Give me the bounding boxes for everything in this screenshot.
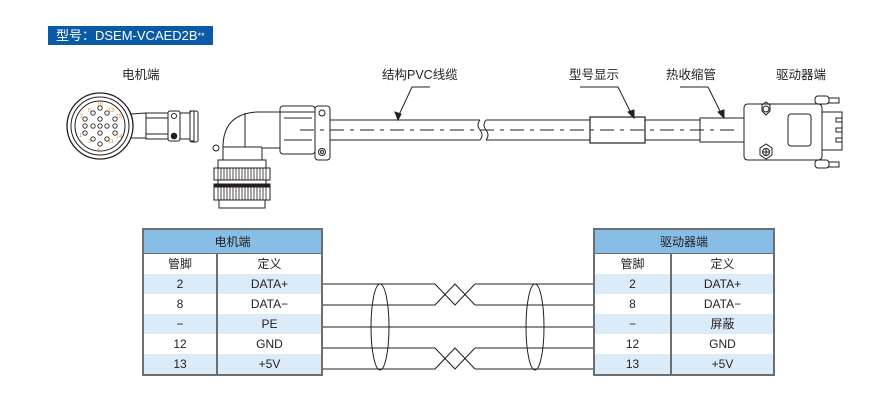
pin-number: 2 [80, 114, 83, 120]
pin-cell: 2 [143, 274, 218, 294]
pin-cell: − [143, 314, 218, 334]
def-cell: GND [217, 334, 322, 354]
motor-table-title: 电机端 [143, 229, 322, 254]
pin-cell: 8 [143, 294, 218, 314]
table-row: 13+5V [143, 354, 322, 375]
elbow-connector [212, 105, 331, 209]
leader-arrows [394, 86, 725, 122]
pin-cell: 2 [594, 274, 672, 294]
motor-connector-face [66, 92, 134, 160]
def-cell: GND [671, 334, 774, 354]
motor-connector-side [130, 110, 199, 143]
pin-number: 1 [79, 133, 82, 139]
dsub-driver-connector [743, 95, 843, 169]
pin-cell: − [594, 314, 672, 334]
label-heat-shrink: 热收缩管 [666, 68, 717, 82]
table-row: −屏蔽 [594, 314, 774, 334]
def-cell: DATA− [217, 294, 322, 314]
pin-number: 11 [108, 139, 114, 145]
pin-cell: 12 [143, 334, 218, 354]
def-cell: DATA− [671, 294, 774, 314]
shield-ellipse-right [525, 283, 545, 371]
pin-number: 5 [88, 108, 91, 114]
pin-number: 3 [88, 139, 91, 145]
col-header-pin: 管脚 [143, 253, 218, 274]
model-badge: 型号：DSEM-VCAED2B** [48, 26, 213, 45]
def-cell: PE [217, 314, 322, 334]
label-driver-end: 驱动器端 [776, 68, 827, 82]
pvc-cable [300, 116, 745, 144]
pin-number: 15 [116, 114, 122, 120]
model-suffix: ** [197, 31, 205, 42]
driver-table-title: 驱动器端 [594, 229, 774, 254]
table-row: 13+5V [594, 354, 774, 375]
col-header-def: 定义 [671, 253, 774, 274]
model-text: 型号：DSEM-VCAED2B [56, 28, 198, 43]
pin-number: 13 [108, 108, 114, 114]
pin-cell: 13 [594, 354, 672, 375]
def-cell: 屏蔽 [671, 314, 774, 334]
def-cell: DATA+ [671, 274, 774, 294]
col-header-pin: 管脚 [594, 253, 672, 274]
shield-ellipse-left [370, 283, 390, 371]
pin-number: 6 [97, 148, 100, 154]
def-cell: +5V [217, 354, 322, 375]
def-cell: +5V [671, 354, 774, 375]
pin-number: 14 [116, 134, 122, 140]
label-model-display: 型号显示 [569, 68, 620, 82]
label-motor-end: 电机端 [122, 68, 160, 82]
pin-cell: 13 [143, 354, 218, 375]
wiring-diagram [322, 283, 593, 371]
pin-number: 10 [97, 102, 103, 108]
col-header-def: 定义 [217, 253, 322, 274]
pin-cell: 8 [594, 294, 672, 314]
label-pvc-cable: 结构PVC线缆 [382, 68, 458, 82]
pin-cell: 12 [594, 334, 672, 354]
table-row: −PE [143, 314, 322, 334]
def-cell: DATA+ [217, 274, 322, 294]
